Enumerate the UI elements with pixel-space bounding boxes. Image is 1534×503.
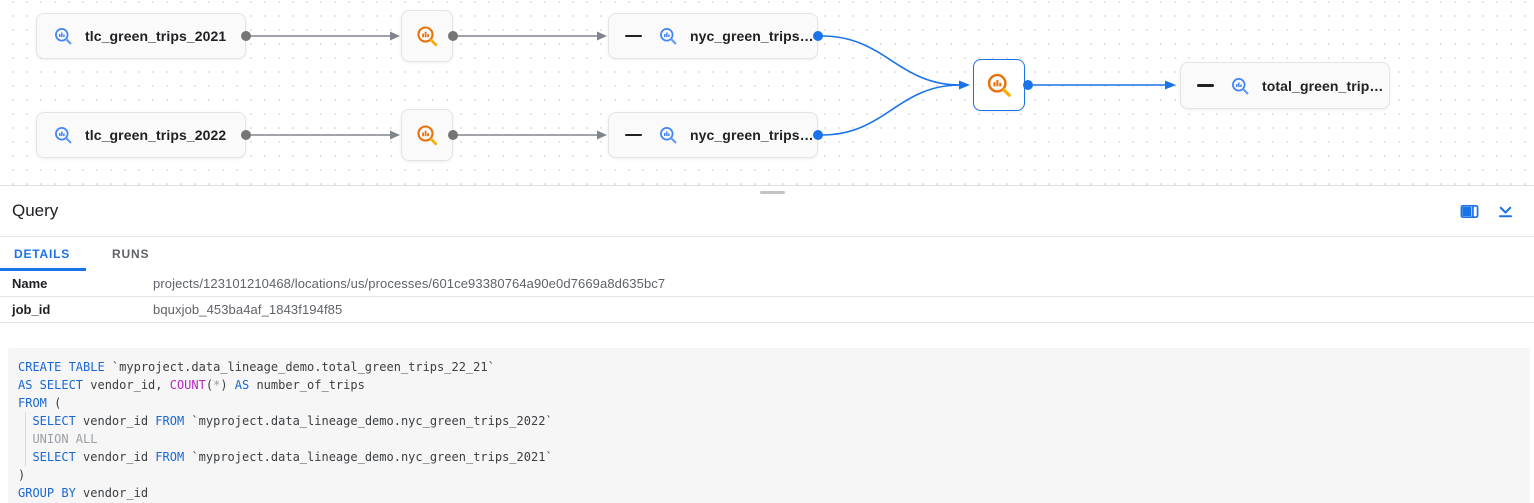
tab-runs[interactable]: RUNS bbox=[112, 247, 150, 261]
bigquery-table-icon bbox=[660, 127, 677, 144]
panel-resize-handle[interactable] bbox=[760, 191, 785, 194]
collapse-columns-icon[interactable] bbox=[1197, 84, 1214, 87]
collapse-panel-button[interactable] bbox=[1490, 196, 1520, 226]
bigquery-process-icon bbox=[417, 26, 438, 47]
detail-value: projects/123101210468/locations/us/proce… bbox=[153, 276, 666, 291]
side-panel-view-button[interactable] bbox=[1454, 196, 1484, 226]
node-tlc-green-trips-2021[interactable]: tlc_green_trips_2021 bbox=[36, 13, 246, 59]
bigquery-table-icon bbox=[55, 127, 72, 144]
node-label: total_green_trip… bbox=[1262, 77, 1384, 94]
bigquery-process-icon bbox=[987, 73, 1011, 97]
collapse-columns-icon[interactable] bbox=[625, 133, 642, 137]
node-label: nyc_green_trips… bbox=[690, 127, 814, 143]
detail-value: bquxjob_453ba4af_1843f194f85 bbox=[153, 302, 343, 317]
detail-label: Name bbox=[12, 276, 48, 291]
node-total-green-trips[interactable]: total_green_trip… bbox=[1180, 62, 1390, 109]
panel-tabs: DETAILS RUNS bbox=[0, 237, 1534, 271]
node-process-query-selected[interactable] bbox=[973, 59, 1025, 111]
detail-row-name: Name projects/123101210468/locations/us/… bbox=[0, 271, 1534, 297]
collapse-panel-icon bbox=[1498, 206, 1512, 217]
indent-guide bbox=[25, 412, 26, 466]
query-details-panel: Query DETAILS RUNS Name projects/1231012… bbox=[0, 186, 1534, 503]
node-nyc-green-trips-top[interactable]: nyc_green_trips… bbox=[608, 13, 818, 59]
bigquery-table-icon bbox=[1232, 77, 1249, 94]
node-process-top[interactable] bbox=[401, 10, 453, 62]
node-tlc-green-trips-2022[interactable]: tlc_green_trips_2022 bbox=[36, 112, 246, 158]
lineage-graph-canvas[interactable]: tlc_green_trips_2021 tlc_green_trips_202… bbox=[0, 0, 1534, 186]
sql-code-block: CREATE TABLE `myproject.data_lineage_dem… bbox=[8, 348, 1530, 503]
bigquery-table-icon bbox=[55, 28, 72, 45]
node-label: tlc_green_trips_2022 bbox=[85, 127, 227, 143]
tab-details[interactable]: DETAILS bbox=[0, 237, 87, 271]
detail-label: job_id bbox=[12, 302, 51, 317]
bigquery-process-icon bbox=[417, 125, 438, 146]
node-nyc-green-trips-bottom[interactable]: nyc_green_trips… bbox=[608, 112, 818, 158]
node-label: nyc_green_trips… bbox=[690, 28, 814, 44]
panel-title: Query bbox=[12, 201, 59, 220]
detail-row-job-id: job_id bquxjob_453ba4af_1843f194f85 bbox=[0, 297, 1534, 323]
bigquery-table-icon bbox=[660, 28, 677, 45]
sql-code: CREATE TABLE `myproject.data_lineage_dem… bbox=[18, 360, 553, 500]
node-label: tlc_green_trips_2021 bbox=[85, 28, 227, 44]
collapse-columns-icon[interactable] bbox=[625, 34, 642, 38]
node-process-bottom[interactable] bbox=[401, 109, 453, 161]
panel-header: Query bbox=[0, 186, 1534, 237]
side-panel-view-icon bbox=[1460, 204, 1478, 218]
